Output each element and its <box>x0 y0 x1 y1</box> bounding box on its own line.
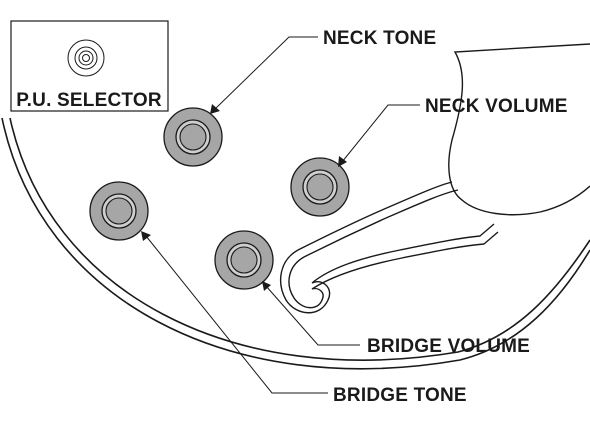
neck-tone-leader <box>210 36 318 114</box>
bridge-volume-knob <box>214 230 274 290</box>
neck-volume-label: NECK VOLUME <box>425 96 568 117</box>
guitar-neck-outline <box>448 43 590 216</box>
bridge-volume-leader <box>262 281 360 346</box>
f-hole <box>279 181 499 314</box>
bridge-tone-leader <box>141 231 328 394</box>
neck-volume-knob <box>290 157 350 217</box>
pu-selector-label: P.U. SELECTOR <box>16 90 162 111</box>
bridge-volume-label: BRIDGE VOLUME <box>367 336 530 357</box>
guitar-body-outline <box>1 117 590 370</box>
neck-tone-label: NECK TONE <box>323 28 436 49</box>
bridge-tone-label: BRIDGE TONE <box>333 385 467 406</box>
neck-volume-leader <box>338 104 420 167</box>
pu-selector-switch-icon <box>67 39 105 77</box>
pu-selector-box: P.U. SELECTOR <box>10 20 169 112</box>
bridge-tone-knob <box>89 181 149 241</box>
neck-tone-knob <box>163 107 223 167</box>
